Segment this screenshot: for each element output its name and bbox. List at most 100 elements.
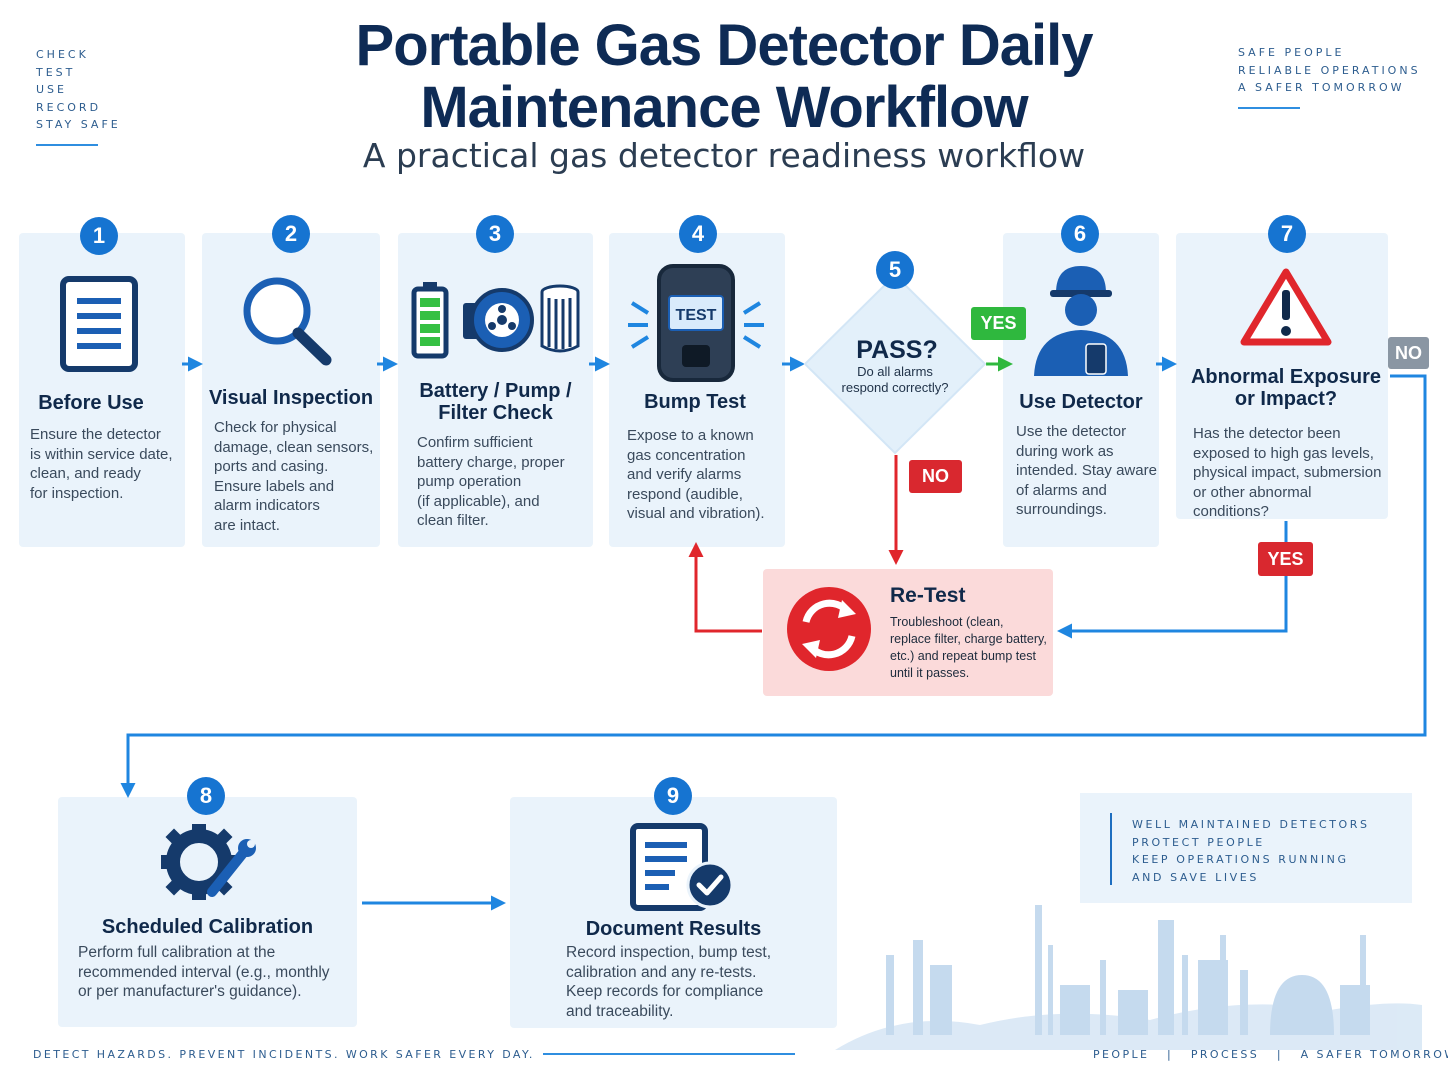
step-1-desc-line: clean, and ready <box>30 465 141 482</box>
step-9-desc-line: Record inspection, bump test, <box>566 944 772 961</box>
step-4-desc-line: Expose to a known <box>627 427 754 444</box>
step-3-badge: 3 <box>476 215 514 253</box>
step-3-desc: Confirm sufficient battery charge, prope… <box>417 433 589 531</box>
step-9-desc-line: Keep records for compliance <box>566 983 764 1000</box>
step-7-desc-line: physical impact, submersion <box>1193 464 1382 481</box>
step-5-desc-line: Do all alarms <box>857 364 933 379</box>
step-2-desc-line: alarm indicators <box>214 497 320 514</box>
step-8-desc-line: Perform full calibration at the <box>78 944 276 961</box>
top-right-item: SAFE PEOPLE <box>1238 46 1345 59</box>
step-6-desc-line: of alarms and <box>1016 481 1107 499</box>
step-3-desc-line: pump operation <box>417 473 522 490</box>
retest-desc-line: Troubleshoot (clean, <box>890 615 1004 629</box>
step-1-desc-line: for inspection. <box>30 484 124 502</box>
step-1-title: Before Use <box>38 392 144 414</box>
top-right-list: SAFE PEOPLE RELIABLE OPERATIONS A SAFER … <box>1238 44 1421 109</box>
step-6-desc-line: during work as <box>1016 442 1114 460</box>
yes-tag-abnormal: YES <box>1258 542 1313 576</box>
step-7-desc-line: Has the detector been <box>1193 425 1341 442</box>
quote-line: KEEP OPERATIONS RUNNING <box>1132 853 1349 866</box>
step-7-title-line: or Impact? <box>1234 388 1338 410</box>
step-6-desc-line: intended. Stay aware <box>1016 462 1157 479</box>
quote-line: AND SAVE LIVES <box>1132 870 1259 884</box>
step-2-desc-line: are intact. <box>214 516 280 534</box>
step-5-title: PASS? <box>856 336 938 364</box>
step-2-title: Visual Inspection <box>208 387 374 409</box>
step-8-desc: Perform full calibration at the recommen… <box>78 943 353 1002</box>
retest-desc-line: etc.) and repeat bump test <box>890 649 1036 663</box>
step-7-badge: 7 <box>1268 215 1306 253</box>
step-9-badge: 9 <box>654 777 692 815</box>
step-9-desc-line: calibration and any re-tests. <box>566 963 757 981</box>
step-6-title: Use Detector <box>1019 391 1143 413</box>
step-5-desc-line: respond correctly? <box>841 380 949 395</box>
step-6-desc-line: surroundings. <box>1016 501 1107 518</box>
retest-desc: Troubleshoot (clean, replace filter, cha… <box>890 614 1050 682</box>
page-subtitle: A practical gas detector readiness workf… <box>362 136 1086 175</box>
step-2-desc: Check for physical damage, clean sensors… <box>214 418 378 535</box>
step-4-desc: Expose to a known gas concentration and … <box>627 426 783 524</box>
step-9-desc: Record inspection, bump test, calibratio… <box>566 943 828 1021</box>
step-2-desc-line: Ensure labels and <box>214 477 335 495</box>
top-left-item: STAY SAFE <box>36 118 121 131</box>
step-6-desc: Use the detector during work as intended… <box>1016 422 1158 520</box>
step-4-desc-line: gas concentration <box>627 446 746 464</box>
step-8-title: Scheduled Calibration <box>101 916 314 938</box>
step-3-title-line: Battery / Pump / <box>419 380 572 402</box>
step-4-desc-line: and verify alarms <box>627 466 742 483</box>
step-6-desc-line: Use the detector <box>1016 423 1127 440</box>
step-7-desc: Has the detector been exposed to high ga… <box>1193 424 1389 522</box>
yes-tag-pass: YES <box>971 307 1026 340</box>
quote-line: WELL MAINTAINED DETECTORS <box>1132 818 1370 831</box>
page-title-line-2: Maintenance Workflow <box>420 75 1028 140</box>
step-4-desc-line: visual and vibration). <box>627 505 765 522</box>
top-left-item: USE <box>36 83 67 96</box>
step-3-desc-line: (if applicable), and <box>417 492 540 510</box>
step-3-title-line: Filter Check <box>438 402 553 424</box>
step-2-desc-line: Check for physical <box>214 419 337 436</box>
step-5-desc: Do all alarms respond correctly? <box>825 364 965 396</box>
no-tag-pass: NO <box>909 460 962 493</box>
retest-desc-line: replace filter, charge battery, <box>890 632 1047 646</box>
step-1-desc: Ensure the detector is within service da… <box>30 425 182 503</box>
step-4-title: Bump Test <box>644 391 746 413</box>
top-right-rule <box>1238 106 1300 109</box>
retest-desc-line: until it passes. <box>890 666 970 680</box>
step-1-desc-line: is within service date, <box>30 445 173 463</box>
footer-left-text: DETECT HAZARDS. PREVENT INCIDENTS. WORK … <box>33 1048 535 1061</box>
step-3-title: Battery / Pump / Filter Check <box>398 380 593 424</box>
top-left-list: CHECK TEST USE RECORD STAY SAFE <box>36 46 121 146</box>
step-1-badge: 1 <box>80 217 118 255</box>
step-1-desc-line: Ensure the detector <box>30 426 161 443</box>
top-left-item: CHECK <box>36 48 89 61</box>
refinery-skyline-icon <box>835 905 1422 1050</box>
step-9-desc-line: and traceability. <box>566 1002 674 1020</box>
top-left-rule <box>36 143 98 146</box>
top-right-item: RELIABLE OPERATIONS <box>1238 63 1421 77</box>
step-8-badge: 8 <box>187 777 225 815</box>
step-7-desc-line: or other abnormal conditions? <box>1193 483 1312 521</box>
quote-box: WELL MAINTAINED DETECTORS PROTECT PEOPLE… <box>1080 793 1412 903</box>
retest-title: Re-Test <box>890 584 966 607</box>
step-7-title-line: Abnormal Exposure <box>1190 366 1382 388</box>
quote-line: PROTECT PEOPLE <box>1132 835 1265 849</box>
step-3-desc-line: Confirm sufficient <box>417 434 533 451</box>
top-left-item: RECORD <box>36 100 102 114</box>
step-4-desc-line: respond (audible, <box>627 485 743 503</box>
footer-right-text: PEOPLE | PROCESS | A SAFER TOMORROW <box>1093 1048 1448 1061</box>
page-title-line-1: Portable Gas Detector Daily <box>355 13 1094 78</box>
quote-bar <box>1110 813 1112 885</box>
top-right-item: A SAFER TOMORROW <box>1238 81 1405 94</box>
step-2-desc-line: damage, clean sensors, <box>214 438 374 456</box>
step-3-desc-line: battery charge, proper <box>417 453 565 471</box>
step-7-desc-line: exposed to high gas levels, <box>1193 444 1374 462</box>
step-9-title: Document Results <box>585 918 762 940</box>
step-8-desc-line: recommended interval (e.g., monthly <box>78 963 330 981</box>
step-2-desc-line: ports and casing. <box>214 458 329 475</box>
step-7-title: Abnormal Exposure or Impact? <box>1180 366 1392 410</box>
no-tag-abnormal: NO <box>1388 337 1429 369</box>
step-2-badge: 2 <box>272 215 310 253</box>
step-4-badge: 4 <box>679 215 717 253</box>
step-6-badge: 6 <box>1061 215 1099 253</box>
step-5-badge: 5 <box>876 251 914 289</box>
